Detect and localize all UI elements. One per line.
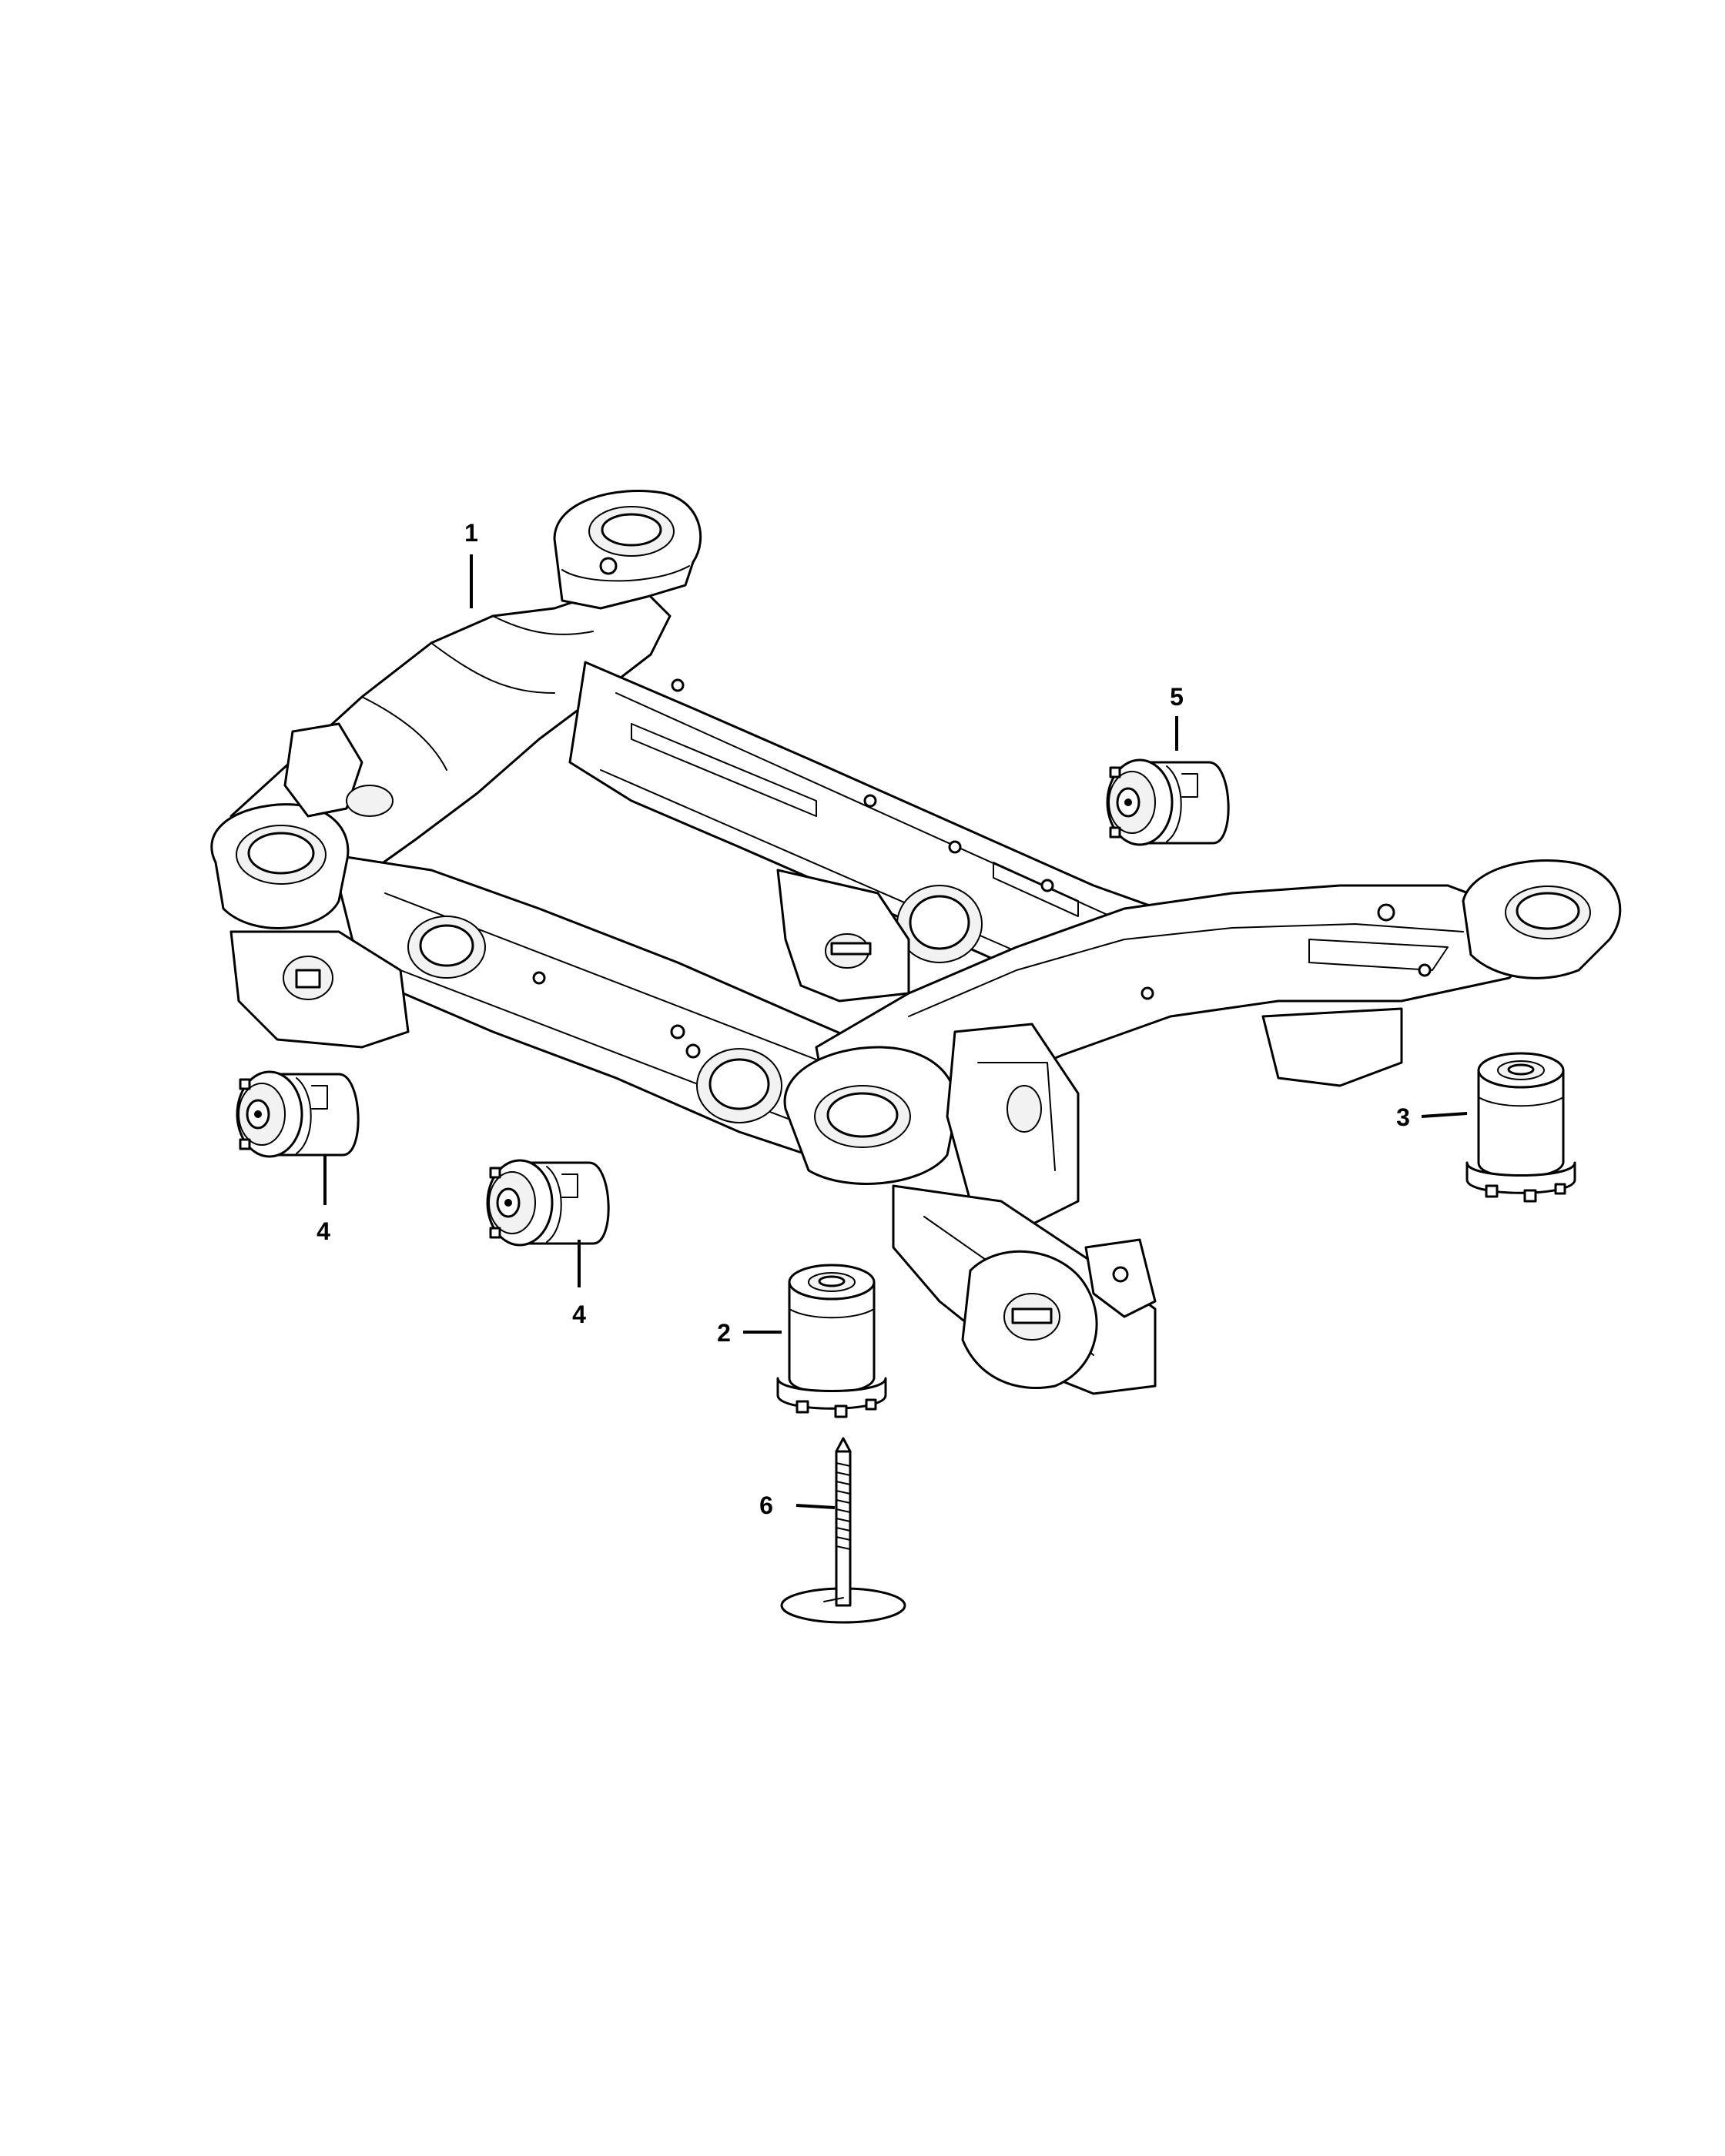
leader-line (1421, 1112, 1468, 1118)
callout-5: 5 (1170, 683, 1184, 751)
bushing-part-4-left (236, 1070, 360, 1158)
callout-label: 4 (317, 1217, 330, 1245)
callout-1: 1 (464, 519, 478, 608)
callout-2: 2 (717, 1319, 782, 1347)
callout-label: 4 (572, 1301, 586, 1328)
bushing-part-3 (1465, 1052, 1576, 1203)
callout-6: 6 (759, 1491, 836, 1519)
callout-label: 3 (1396, 1103, 1410, 1131)
bushing-part-5 (1106, 758, 1230, 846)
bushing-part-2 (776, 1264, 887, 1418)
callout-4-left: 4 (317, 1155, 330, 1245)
bolt-part-6 (780, 1437, 906, 1624)
callout-3: 3 (1396, 1103, 1468, 1131)
leader-line (796, 1504, 836, 1509)
callout-4-center: 4 (572, 1240, 586, 1328)
callout-label: 2 (717, 1319, 731, 1347)
callout-label: 6 (759, 1491, 773, 1519)
callout-label: 5 (1170, 683, 1184, 711)
bushing-part-4-center (486, 1159, 610, 1247)
crossmember-subframe (210, 490, 1622, 1395)
callout-label: 1 (464, 519, 478, 547)
